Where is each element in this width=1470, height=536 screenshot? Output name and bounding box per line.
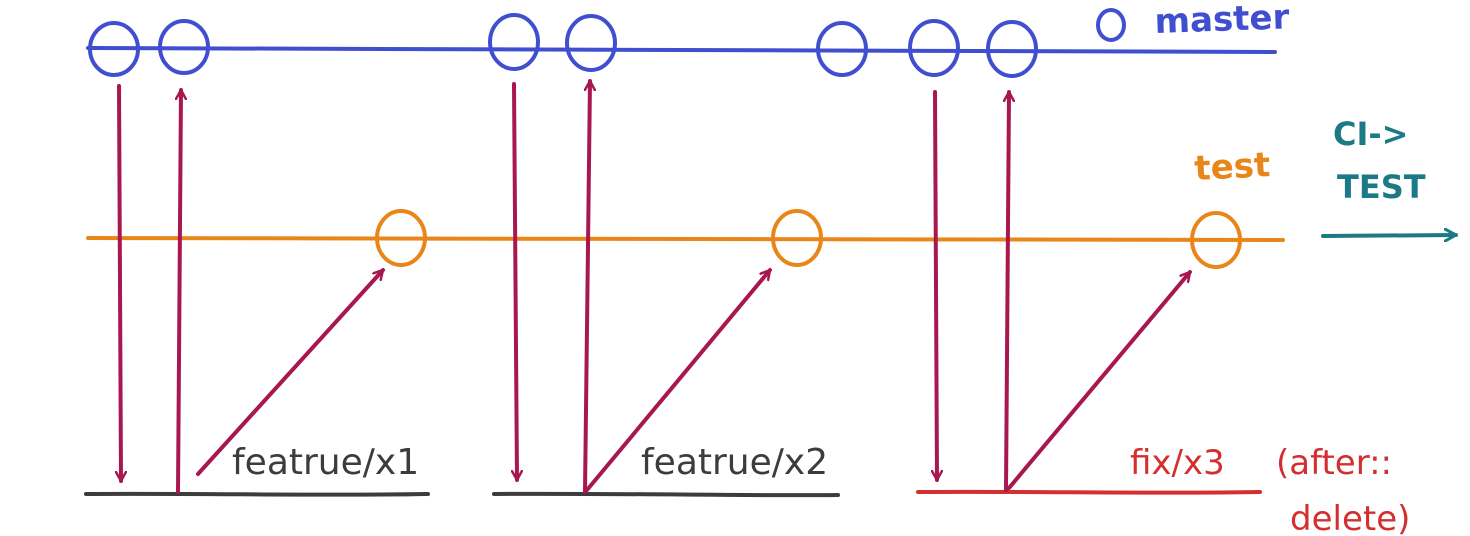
ci-label-line1: CI->: [1333, 115, 1408, 153]
fix-x3-label: fix/x3: [1130, 443, 1225, 483]
master-commit-node: [158, 19, 210, 75]
merge-up-arrow: [583, 79, 590, 494]
test-branch: test: [86, 145, 1285, 269]
test-label: test: [1193, 145, 1271, 189]
ci-annotation: CI-> TEST: [1321, 115, 1458, 236]
branch-off-arrow: [119, 84, 121, 483]
test-merge-node: [1190, 211, 1242, 269]
merge-up-arrow: [178, 88, 181, 494]
master-commit-node: [565, 14, 617, 72]
test-merge-node: [375, 209, 427, 267]
feature-x1-branch: featrue/x1: [84, 84, 430, 497]
feature-x2-line: [492, 491, 840, 498]
feature-x2-branch: featrue/x2: [492, 79, 840, 498]
fix-x3-line: [916, 489, 1262, 495]
fix-x3-note-line1: (after::: [1276, 443, 1392, 483]
test-merge-node: [771, 209, 823, 267]
master-commit-node: [488, 13, 540, 71]
master-commit-node: [816, 21, 868, 77]
feature-x1-line: [84, 491, 430, 497]
merge-to-test-arrow: [196, 268, 385, 476]
master-commit-node: [986, 20, 1038, 78]
branch-off-arrow: [514, 82, 517, 482]
merge-to-test-arrow: [585, 268, 772, 492]
master-commit-node: [88, 21, 140, 77]
fix-x3-branch: fix/x3 (after:: delete): [916, 90, 1410, 536]
master-branch: master: [86, 0, 1290, 78]
feature-x2-label: featrue/x2: [641, 442, 828, 483]
master-branch-line: [86, 45, 1277, 54]
merge-to-test-arrow: [1007, 270, 1192, 490]
master-label: master: [1154, 0, 1290, 42]
master-legend-node: [1096, 8, 1126, 42]
test-branch-line: [86, 236, 1285, 242]
ci-arrow: [1321, 235, 1458, 236]
feature-x1-label: featrue/x1: [232, 442, 419, 483]
ci-label-line2: TEST: [1337, 168, 1426, 206]
fix-x3-note-line2: delete): [1290, 499, 1410, 536]
branch-off-arrow: [935, 90, 937, 482]
master-commit-node: [908, 19, 960, 77]
merge-up-arrow: [1006, 90, 1009, 492]
